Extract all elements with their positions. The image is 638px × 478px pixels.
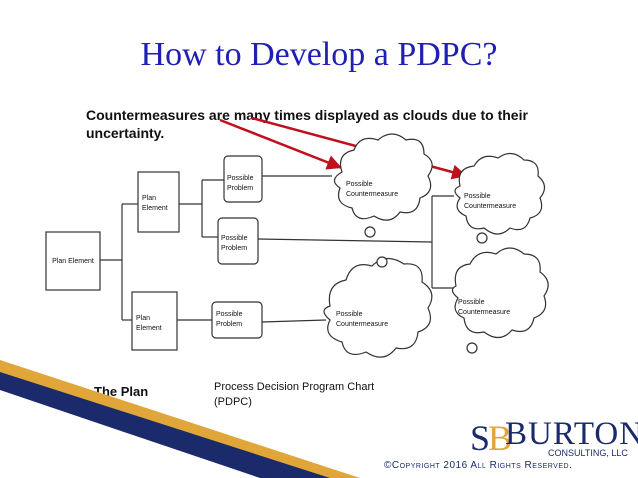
possible-problem-box-3 <box>211 301 263 339</box>
cloud-2-line-2: Countermeasure <box>464 203 516 210</box>
copyright-text: ©Copyright 2016 All Rights Reserved. <box>384 460 573 471</box>
cloud-4-line-1: Possible <box>458 299 485 306</box>
plan-element-root-box <box>45 231 101 291</box>
problem-1-line-1: Possible <box>227 175 254 182</box>
cloud-3-line-1: Possible <box>336 311 363 318</box>
countermeasure-cloud-1 <box>333 133 433 238</box>
the-plan-label: The Plan <box>94 384 148 399</box>
pdpc-diagram: Countermeasures are many times displayed… <box>42 92 616 408</box>
root-label: Plan Element <box>52 258 94 265</box>
pdpc-label-line-1: Process Decision Program Chart <box>214 381 374 393</box>
svg-text:B: B <box>488 418 512 458</box>
svg-text:S: S <box>470 418 490 458</box>
possible-problem-box-2 <box>217 217 259 265</box>
problem-3-line-1: Possible <box>216 311 243 318</box>
problem-2-line-2: Problem <box>221 245 247 252</box>
plan-element-box-1 <box>137 171 180 233</box>
connector-lines <box>100 175 454 323</box>
arrow-to-cloud-1 <box>219 118 343 170</box>
problem-3-line-2: Problem <box>216 321 242 328</box>
cloud-1-line-1: Possible <box>346 181 373 188</box>
decorative-footer-band <box>0 360 360 478</box>
cloud-3-line-2: Countermeasure <box>336 321 388 328</box>
countermeasure-cloud-4 <box>451 247 549 354</box>
plan-element-2-line-2: Element <box>136 325 162 332</box>
note-line-2: uncertainty. <box>86 125 164 141</box>
burton-logo-icon: S B <box>470 418 512 458</box>
note-line-1: Countermeasures are many times displayed… <box>86 107 528 123</box>
plan-element-1-line-2: Element <box>142 205 168 212</box>
plan-element-1-line-1: Plan <box>142 195 156 202</box>
slide-title: How to Develop a PDPC? <box>140 36 498 73</box>
logo-name: BURTON <box>505 416 638 452</box>
diagram-canvas: Countermeasures are many times displayed… <box>45 107 549 408</box>
problem-1-line-2: Problem <box>227 185 253 192</box>
countermeasure-cloud-2 <box>454 152 546 244</box>
plan-element-2-line-1: Plan <box>136 315 150 322</box>
plan-element-box-2 <box>131 291 178 351</box>
cloud-2-line-1: Possible <box>464 193 491 200</box>
cloud-1-line-2: Countermeasure <box>346 191 398 198</box>
cloud-4-line-2: Countermeasure <box>458 309 510 316</box>
possible-problem-box-1 <box>223 155 263 203</box>
problem-2-line-1: Possible <box>221 235 248 242</box>
countermeasure-cloud-3 <box>323 256 433 358</box>
logo-subtitle: CONSULTING, LLC <box>548 448 628 458</box>
pdpc-label-line-2: (PDPC) <box>214 396 252 408</box>
